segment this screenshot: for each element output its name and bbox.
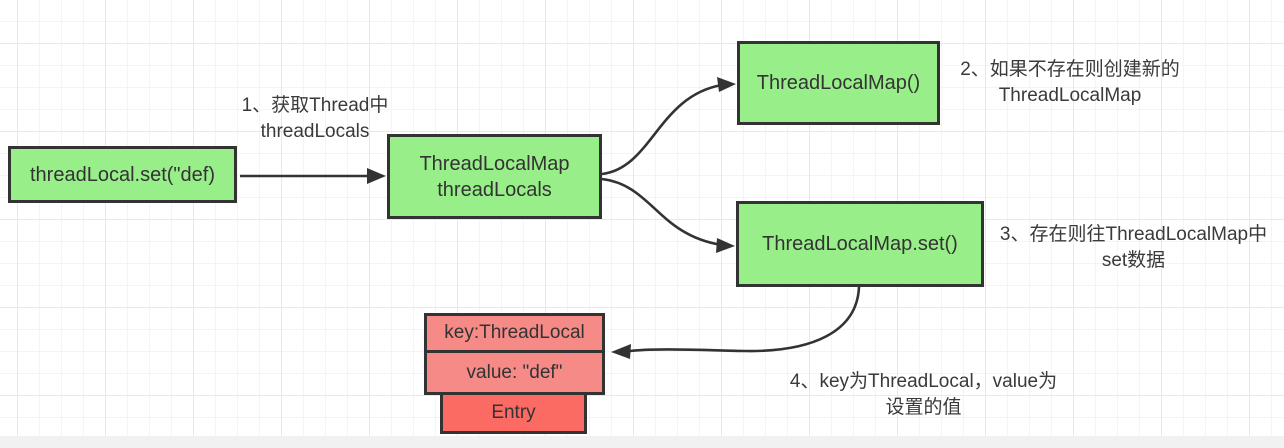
arrow-map-to-create	[601, 83, 723, 176]
annotation-step2-line1: 2、如果不存在则创建新的	[960, 59, 1180, 80]
annotation-step1-line2: threadLocals	[260, 121, 370, 142]
node-entry: Entry	[440, 392, 587, 434]
node-entry-value-label: value: "def"	[466, 361, 563, 383]
node-threadlocal-set-label: threadLocal.set("def)	[30, 163, 215, 186]
node-entry-key-label: key:ThreadLocal	[444, 322, 585, 343]
node-threadlocalmap-threadlocals: ThreadLocalMap threadLocals	[387, 134, 602, 219]
annotation-step3: 3、存在则往ThreadLocalMap中 set数据	[985, 222, 1282, 274]
annotation-step1-line1: 1、获取Thread中	[241, 95, 389, 116]
annotation-step3-line1: 3、存在则往ThreadLocalMap中	[999, 224, 1268, 245]
node-threadlocal-set: threadLocal.set("def)	[8, 146, 237, 203]
node-threadlocalmap-constructor-label: ThreadLocalMap()	[756, 72, 921, 94]
arrow-set-to-entry	[629, 286, 861, 353]
annotation-step4-line2: 设置的值	[885, 397, 962, 418]
annotation-step4-line1: 4、key为ThreadLocal，value为	[789, 371, 1058, 392]
arrowhead-start-to-map	[367, 168, 386, 184]
node-entry-value: value: "def"	[424, 350, 605, 395]
node-threadlocalmap-line2: threadLocals	[437, 178, 552, 201]
annotation-step2: 2、如果不存在则创建新的 ThreadLocalMap	[945, 57, 1195, 109]
node-entry-key: key:ThreadLocal	[424, 313, 605, 353]
annotation-step4: 4、key为ThreadLocal，value为 设置的值	[775, 369, 1072, 421]
annotation-step3-line2: set数据	[1101, 250, 1166, 271]
annotation-step2-line2: ThreadLocalMap	[998, 85, 1142, 106]
arrow-map-to-set	[601, 177, 723, 247]
node-threadlocalmap-line1: ThreadLocalMap	[419, 152, 570, 175]
arrowhead-map-to-set	[716, 238, 735, 253]
arrowhead-map-to-create	[717, 77, 736, 92]
arrowhead-set-to-entry	[611, 344, 631, 359]
annotation-step1: 1、获取Thread中 threadLocals	[215, 93, 415, 145]
node-threadlocalmap-set-label: ThreadLocalMap.set()	[762, 233, 958, 255]
node-entry-label: Entry	[491, 402, 536, 423]
node-threadlocalmap-set: ThreadLocalMap.set()	[736, 201, 984, 287]
canvas-bottom-strip	[0, 436, 1284, 448]
node-threadlocalmap-constructor: ThreadLocalMap()	[737, 41, 940, 125]
